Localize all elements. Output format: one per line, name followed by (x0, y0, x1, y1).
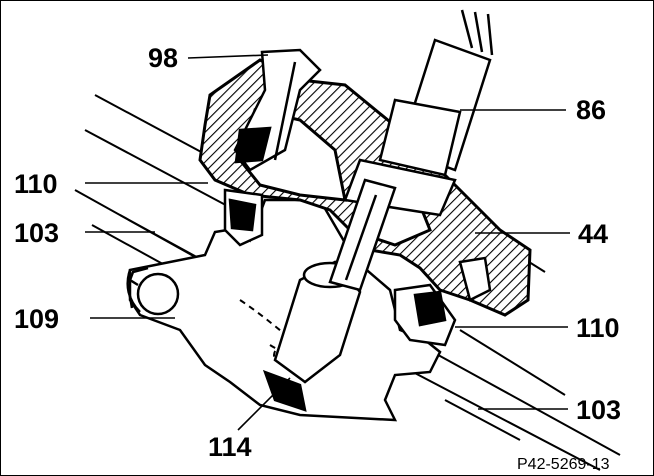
bolt-110-right (393, 256, 492, 347)
callout-98: 98 (148, 43, 178, 73)
figure-reference: P42-5269-13 (517, 456, 610, 473)
bolt-98 (233, 48, 322, 172)
pushrod (328, 178, 397, 292)
leader-lines (85, 54, 570, 431)
callout-44: 44 (578, 219, 608, 249)
callout-114: 114 (208, 432, 252, 462)
callout-109: 109 (14, 304, 59, 334)
callout-86: 86 (576, 95, 606, 125)
lever-pivot-pin (128, 266, 180, 316)
callout-103-right: 103 (576, 395, 621, 425)
callout-103-left: 103 (14, 218, 59, 248)
callout-110-right: 110 (576, 313, 620, 343)
bolt-110-left (223, 188, 264, 247)
callout-110-left: 110 (14, 169, 58, 199)
